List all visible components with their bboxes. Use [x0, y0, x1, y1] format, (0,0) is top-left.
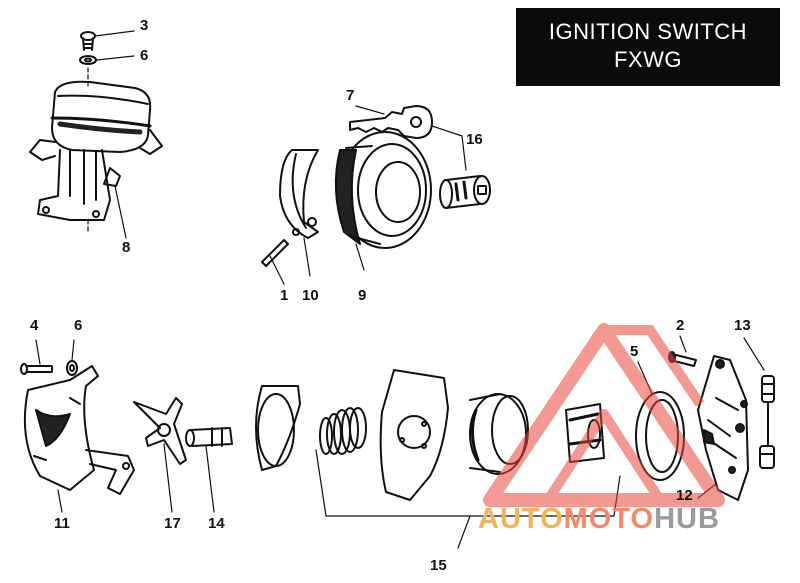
callout-17: 17	[164, 515, 181, 532]
screw-part-4	[20, 339, 53, 375]
washer-part-6-top	[79, 55, 135, 65]
watermark-part-2: MOTO	[563, 503, 655, 535]
callout-16: 16	[466, 131, 483, 148]
callout-5: 5	[630, 343, 639, 360]
callout-7: 7	[346, 87, 355, 104]
spring-part-15b	[319, 407, 367, 455]
diagram-title-box: IGNITION SWITCH FXWG	[516, 8, 780, 86]
title-line-1: IGNITION SWITCH	[548, 19, 748, 44]
terminal-part-13	[743, 337, 775, 469]
washer-part-6-lower	[66, 339, 78, 376]
plate-part-15c	[379, 369, 449, 501]
cover-shell-part-9	[334, 131, 432, 271]
ring-part-15d	[469, 393, 529, 475]
leader-part-15	[315, 449, 621, 549]
gasket-part-15a	[255, 385, 301, 471]
switch-housing-part-8	[29, 67, 163, 239]
key-part-7	[349, 105, 467, 171]
callout-4: 4	[30, 317, 39, 334]
callout-11: 11	[54, 515, 70, 532]
callout-6-lower: 6	[74, 317, 83, 334]
callout-9: 9	[358, 287, 367, 304]
callout-2: 2	[676, 317, 685, 334]
callout-12: 12	[676, 487, 693, 504]
pin-part-1	[261, 239, 289, 285]
callout-1: 1	[280, 287, 289, 304]
callout-10: 10	[302, 287, 319, 304]
watermark-part-1: AUTO	[478, 503, 564, 535]
clamp-part-10	[279, 149, 319, 277]
rotor-part-15e	[565, 403, 605, 463]
callout-14: 14	[208, 515, 225, 532]
screw-part-3	[80, 30, 135, 51]
title-line-2: FXWG	[614, 47, 682, 72]
watermark-logo	[483, 323, 725, 507]
watermark-text: AUTOMOTOHUB	[478, 503, 720, 537]
lock-cylinder-part-16	[439, 175, 491, 209]
arm-part-17	[133, 397, 187, 513]
callout-6-top: 6	[140, 47, 149, 64]
contact-plate-part-12	[697, 355, 749, 501]
watermark-part-3: HUB	[654, 503, 720, 535]
callout-8: 8	[122, 239, 131, 256]
callout-3: 3	[140, 17, 149, 34]
callout-15: 15	[430, 557, 447, 574]
callout-13: 13	[734, 317, 751, 334]
bracket-part-11	[23, 365, 135, 513]
shaft-part-14	[185, 427, 233, 513]
